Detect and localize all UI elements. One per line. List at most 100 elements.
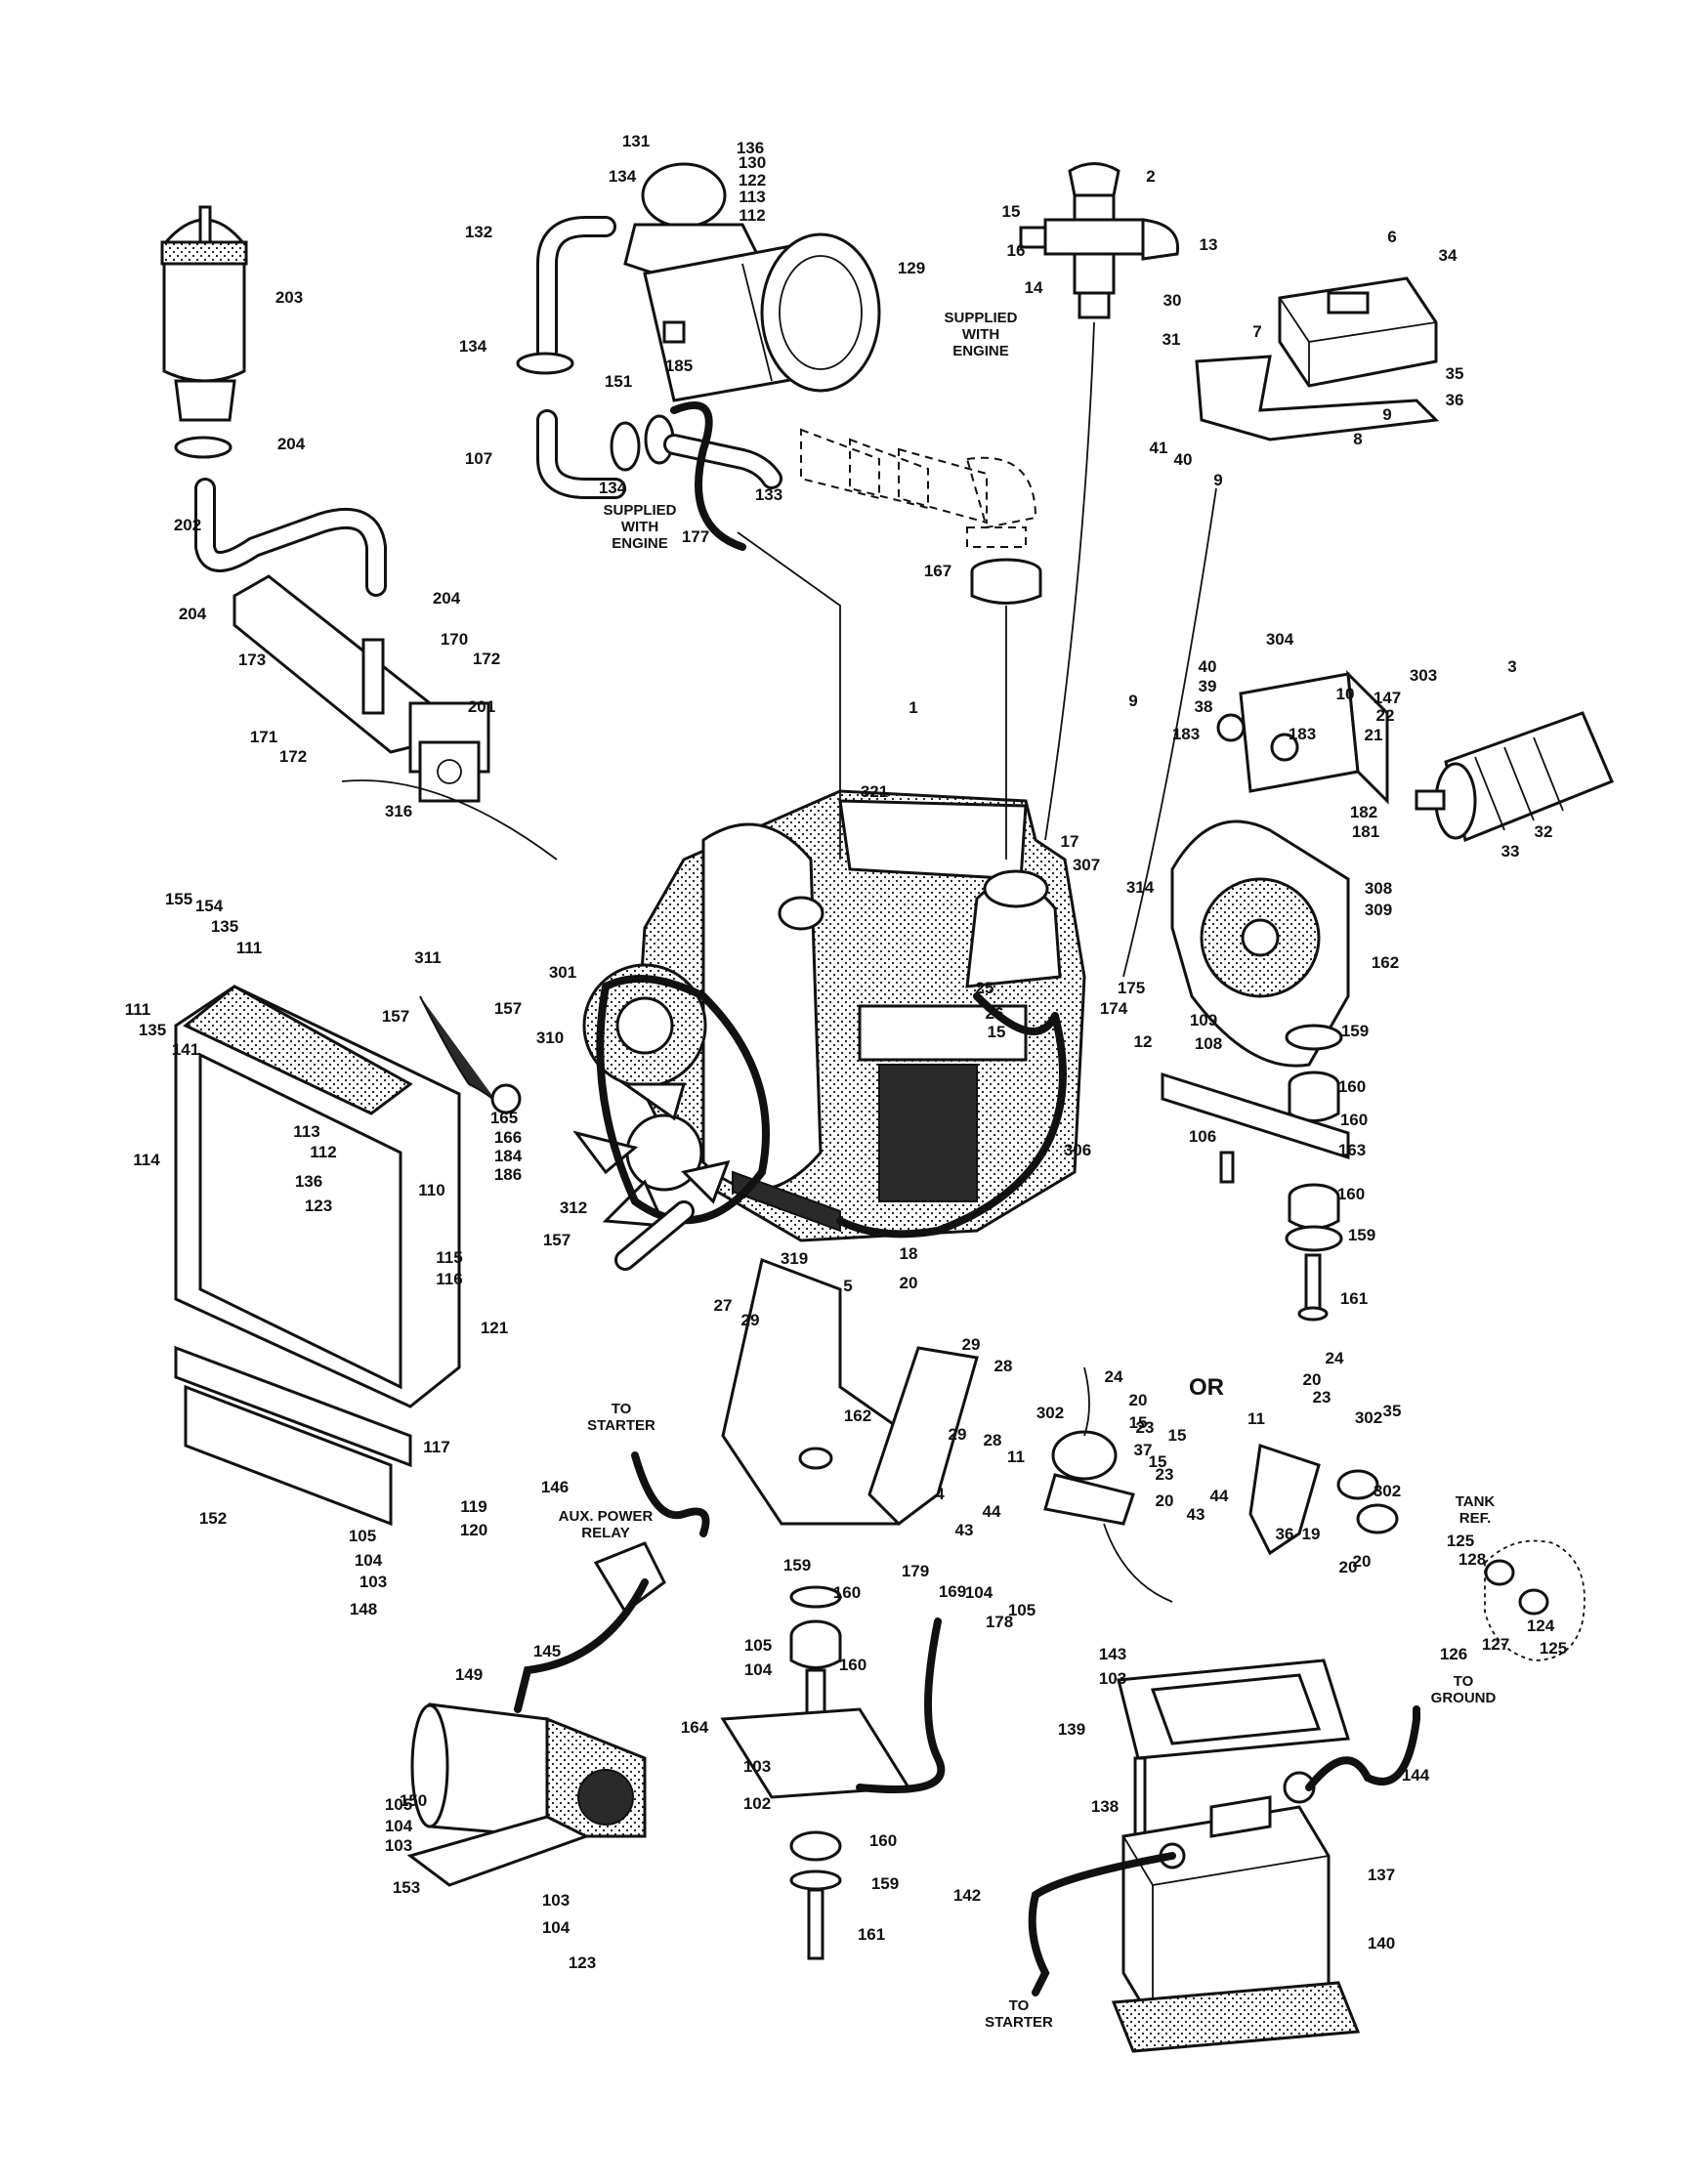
- callout-145: 145: [533, 1642, 561, 1660]
- callout-306: 306: [1064, 1141, 1091, 1159]
- aux-power-relay: [593, 1541, 666, 1615]
- callout-125a: 125: [1540, 1639, 1567, 1658]
- cable-145: [514, 1578, 649, 1713]
- callout-28a: 28: [994, 1357, 1013, 1375]
- callout-312: 312: [560, 1198, 587, 1217]
- callout-159b: 159: [1348, 1226, 1375, 1244]
- callout-175: 175: [1118, 979, 1145, 997]
- callout-140: 140: [1368, 1934, 1395, 1953]
- callout-160f: 160: [869, 1831, 897, 1850]
- battery-tray-140: [1111, 1981, 1361, 2053]
- ignition-box-304: [1216, 669, 1389, 805]
- callout-40b: 40: [1174, 450, 1193, 469]
- callout-8: 8: [1353, 430, 1362, 448]
- caption-aux-power-relay-line2: RELAY: [581, 1525, 629, 1541]
- callout-10: 10: [1336, 685, 1355, 703]
- callout-316: 316: [385, 802, 412, 820]
- callout-174: 174: [1100, 999, 1128, 1018]
- callout-308: 308: [1365, 879, 1392, 898]
- callout-302a: 302: [1036, 1404, 1064, 1422]
- callout-119: 119: [460, 1497, 486, 1516]
- callout-111b: 111: [125, 1000, 151, 1019]
- callout-layer: 1234567899910111112131415151515151617181…: [125, 132, 1567, 2031]
- callout-3: 3: [1507, 657, 1516, 676]
- callout-16: 16: [1007, 241, 1026, 260]
- clamp-134b: [610, 421, 641, 472]
- callout-20b: 20: [1129, 1391, 1148, 1409]
- callout-21: 21: [1365, 726, 1383, 744]
- callout-164: 164: [681, 1718, 709, 1737]
- voltage-regulator-6: [1278, 276, 1438, 388]
- harness-306: [836, 1012, 1067, 1239]
- callout-41: 41: [1150, 439, 1168, 457]
- battery-hold-down-139: [1117, 1659, 1350, 1760]
- callout-303: 303: [1410, 666, 1437, 685]
- callout-23b: 23: [1136, 1418, 1155, 1437]
- callout-112b: 112: [739, 206, 765, 225]
- callout-124: 124: [1527, 1617, 1555, 1635]
- callout-159d: 159: [871, 1874, 899, 1893]
- callout-146: 146: [541, 1478, 569, 1496]
- bracket-7: [1195, 355, 1440, 441]
- callout-150: 150: [400, 1791, 427, 1810]
- callout-135a: 135: [211, 917, 238, 936]
- callout-23a: 23: [1313, 1388, 1332, 1407]
- callout-160e: 160: [839, 1656, 867, 1674]
- callout-17: 17: [1061, 832, 1079, 851]
- caption-to-starter-bottom-line1: TO: [1009, 1997, 1030, 2014]
- callout-163: 163: [1338, 1141, 1366, 1159]
- callout-15e: 15: [1168, 1426, 1187, 1445]
- callout-19: 19: [1302, 1525, 1321, 1543]
- alternator-301: [582, 963, 707, 1088]
- callout-311: 311: [414, 948, 441, 967]
- callout-185: 185: [665, 357, 693, 375]
- callout-12: 12: [1134, 1032, 1153, 1051]
- callout-15a: 15: [1002, 202, 1021, 221]
- callout-109: 109: [1190, 1011, 1217, 1029]
- callout-20f: 20: [1339, 1558, 1358, 1576]
- callout-29c: 29: [741, 1311, 760, 1329]
- callout-114: 114: [133, 1151, 160, 1169]
- cable-to-engine-1: [1044, 321, 1095, 841]
- callout-15b: 15: [988, 1023, 1006, 1041]
- engine-assembly-1: [633, 789, 1086, 1242]
- callout-181: 181: [1352, 822, 1379, 841]
- cable-144: [1305, 1705, 1420, 1791]
- callout-31: 31: [1163, 330, 1181, 349]
- callout-22: 22: [1376, 706, 1395, 725]
- cap-167: [970, 558, 1042, 605]
- callout-25: 25: [976, 979, 994, 997]
- callout-134b: 134: [459, 337, 487, 356]
- callout-130: 130: [739, 153, 766, 172]
- callout-304: 304: [1266, 630, 1294, 649]
- callout-134c: 134: [599, 479, 627, 497]
- callout-20d: 20: [1303, 1370, 1322, 1389]
- caption-supplied-top-line3: ENGINE: [952, 343, 1009, 359]
- caption-aux-power-relay-line1: AUX. POWER: [559, 1508, 654, 1525]
- callout-106: 106: [1189, 1127, 1216, 1146]
- callout-165: 165: [490, 1109, 518, 1127]
- fuel-pump-302-right: [1248, 1444, 1399, 1556]
- callout-30: 30: [1163, 291, 1182, 310]
- callout-172a: 172: [473, 650, 500, 668]
- callout-154: 154: [195, 897, 224, 915]
- callout-155: 155: [165, 890, 192, 908]
- callout-9a: 9: [1128, 692, 1137, 710]
- callout-126: 126: [1440, 1645, 1467, 1663]
- callout-302b: 302: [1355, 1408, 1382, 1427]
- harness-303: [973, 992, 1059, 1035]
- callout-161a: 161: [1340, 1289, 1368, 1308]
- starter-motor-3: [1415, 711, 1614, 843]
- callout-162b: 162: [844, 1407, 871, 1425]
- callout-15c: 15: [1129, 1413, 1148, 1432]
- clamp-157: [490, 1083, 522, 1114]
- fuel-filter-203: [160, 205, 248, 422]
- callout-110: 110: [418, 1181, 444, 1199]
- callout-9b: 9: [1382, 405, 1391, 424]
- callout-104a: 104: [355, 1551, 383, 1570]
- caption-to-starter-top-line2: STARTER: [587, 1417, 655, 1434]
- engine-mount-right: [1161, 1024, 1350, 1322]
- callout-20a: 20: [900, 1274, 918, 1292]
- callout-147: 147: [1374, 689, 1401, 707]
